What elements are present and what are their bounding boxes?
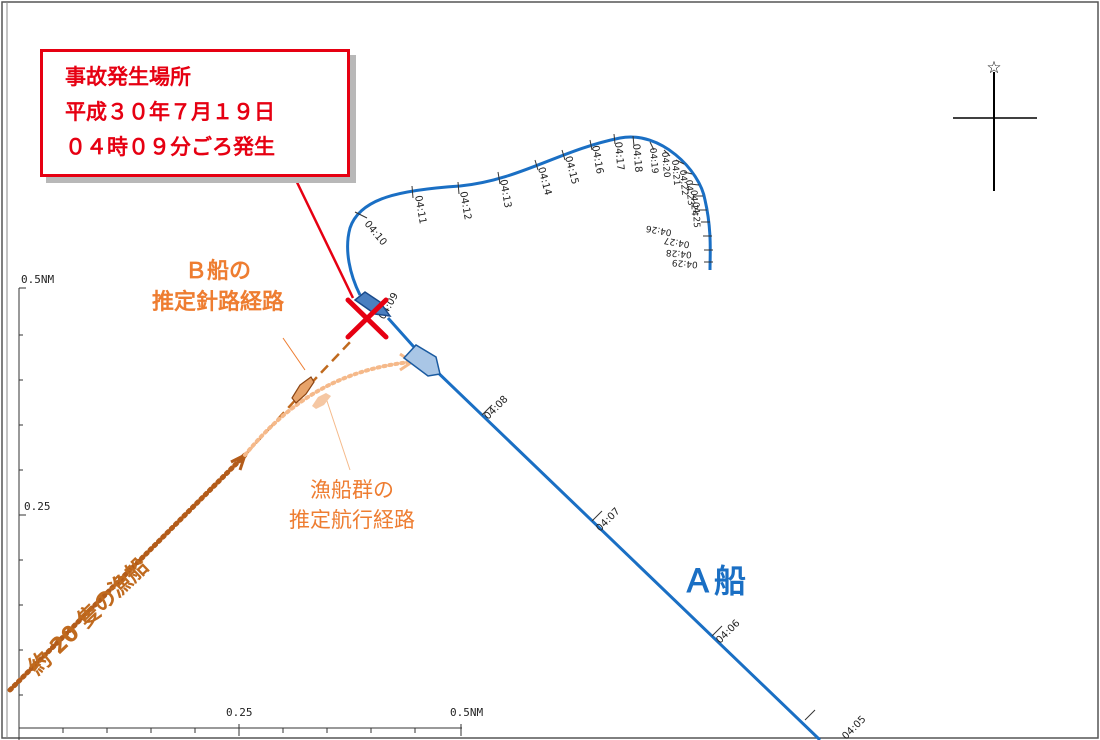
time-label-0427: 04:27 — [663, 235, 690, 249]
bottom-axis — [19, 724, 462, 736]
track-a-loop — [346, 135, 712, 296]
left-axis — [18, 287, 26, 740]
fleet-route-label: 漁船群の 推定航行経路 — [262, 475, 442, 535]
callout-line-2: 平成３０年７月１９日 — [65, 100, 275, 124]
ship-a-icon-after — [402, 344, 441, 377]
time-label-0412: 04:12 — [457, 191, 473, 221]
fishing-fleet-route — [7, 452, 248, 693]
callout-line-1: 事故発生場所 — [65, 65, 191, 89]
fleet-ship-icon — [312, 393, 331, 409]
time-label-0424: 04:24 — [688, 190, 699, 217]
bottom-axis-tick-end: 0.5NM — [450, 706, 483, 719]
time-label-0405: 04:05 — [840, 714, 868, 740]
time-label-0410: 04:10 — [362, 219, 389, 248]
time-label-0406: 04:06 — [714, 618, 742, 646]
bottom-axis-tick-mid: 0.25 — [226, 706, 253, 719]
time-label-0408: 04:08 — [482, 394, 510, 422]
callout-leader-line — [291, 173, 355, 299]
callout-line-3: ０４時０９分ごろ発生 — [65, 135, 275, 159]
collision-x-icon — [345, 297, 389, 340]
ship-b-icon — [291, 376, 315, 404]
ship-b-leader-line — [282, 337, 306, 371]
ship-b-label-line-2: 推定針路経路 — [151, 290, 284, 315]
track-a-south-ticks — [481, 404, 816, 721]
time-label-0407: 04:07 — [594, 506, 622, 534]
time-label-0414: 04:14 — [535, 166, 553, 197]
time-label-0421: 04:21 — [669, 159, 681, 186]
time-label-0417: 04:17 — [612, 141, 625, 171]
time-label-0423: 04:23 — [683, 179, 695, 206]
time-label-0416: 04:16 — [589, 145, 605, 175]
ship-a-label: Ａ船 — [682, 562, 747, 600]
fishing-fleet-estimated-route — [243, 360, 412, 457]
time-label-0420: 04:20 — [659, 151, 671, 178]
time-label-0428: 04:28 — [665, 247, 692, 259]
time-label-0418: 04:18 — [630, 143, 643, 173]
fleet-label-line-1: 漁船群の — [310, 478, 394, 502]
time-label-0419: 04:19 — [647, 147, 659, 174]
time-label-0426: 04:26 — [645, 222, 673, 236]
time-label-0411: 04:11 — [412, 195, 428, 225]
left-axis-tick-top: 0.5NM — [21, 273, 54, 286]
accident-callout: 事故発生場所 平成３０年７月１９日 ０４時０９分ごろ発生 — [40, 49, 350, 177]
fleet-leader-line — [324, 394, 351, 471]
time-label-0425: 04:25 — [690, 202, 701, 228]
fleet-label-line-2: 推定航行経路 — [289, 508, 415, 532]
north-arrow-icon: ☆ — [953, 58, 1037, 191]
track-a-loop-ticks — [354, 133, 713, 263]
ship-b-label: Ｂ船の 推定針路経路 — [118, 256, 318, 318]
time-label-0413: 04:13 — [497, 179, 513, 209]
north-star-icon: ☆ — [986, 58, 1001, 78]
time-label-0422: 04:22 — [677, 169, 689, 196]
ship-b-label-line-1: Ｂ船の — [184, 259, 251, 284]
left-axis-tick-mid: 0.25 — [24, 500, 51, 513]
time-label-0429: 04:29 — [671, 257, 698, 269]
